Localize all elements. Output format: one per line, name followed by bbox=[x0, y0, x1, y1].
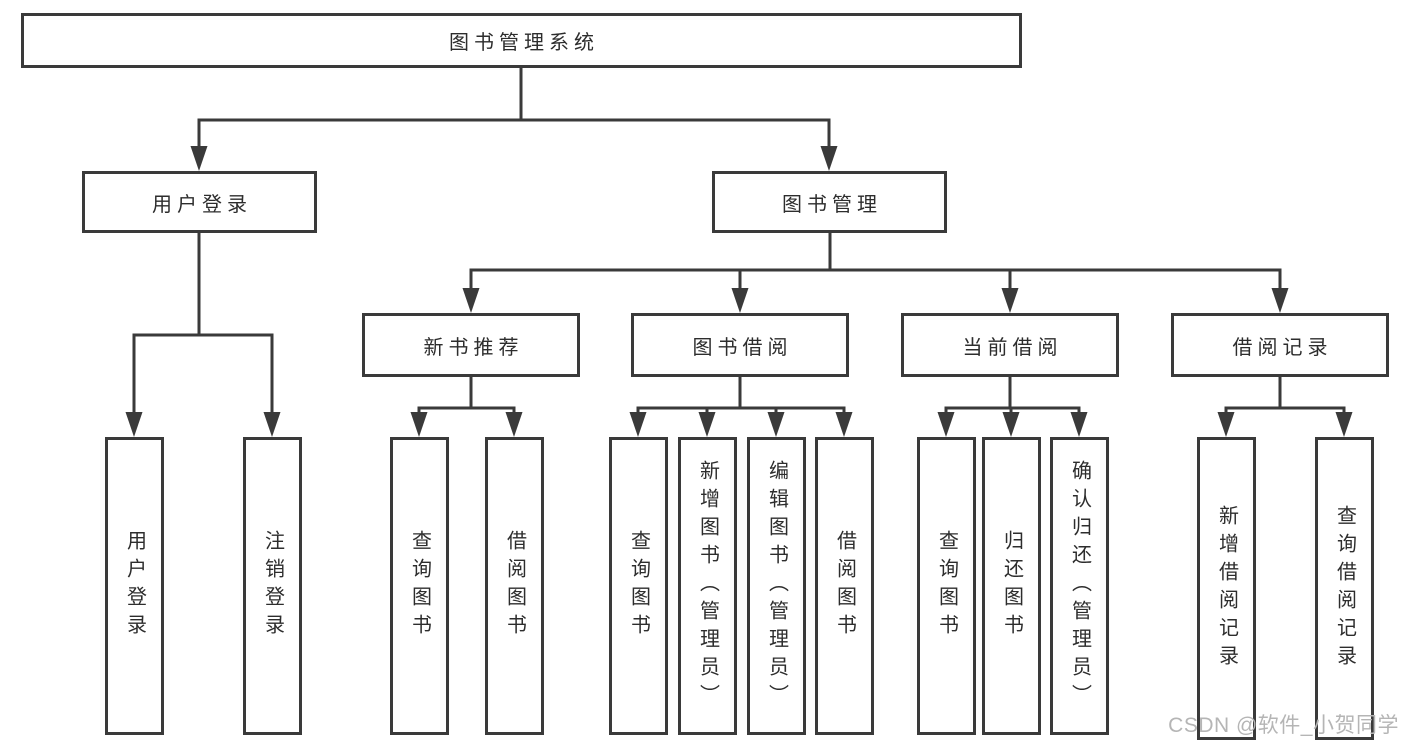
wire-root-to-level2 bbox=[197, 68, 831, 152]
leaf-bb-edit-book-admin: 编辑图书（管理员） bbox=[747, 437, 806, 735]
node-book-borrowing-label: 图书借阅 bbox=[692, 336, 793, 359]
leaf-br-query-record-label: 查询借阅记录 bbox=[1333, 504, 1356, 673]
node-new-book-recommend-label: 新书推荐 bbox=[423, 336, 524, 359]
wire-borrowing-records-branch bbox=[1224, 377, 1346, 420]
leaf-nb-query-book: 查询图书 bbox=[390, 437, 449, 735]
node-user-login: 用户登录 bbox=[82, 171, 317, 233]
node-borrowing-records: 借阅记录 bbox=[1171, 313, 1389, 377]
leaf-logout: 注销登录 bbox=[243, 437, 302, 735]
leaf-user-login: 用户登录 bbox=[105, 437, 164, 735]
leaf-br-add-record: 新增借阅记录 bbox=[1197, 437, 1256, 740]
leaf-bb-borrow-book: 借阅图书 bbox=[815, 437, 874, 735]
leaf-cb-return-book: 归还图书 bbox=[982, 437, 1041, 735]
connector-lines bbox=[132, 68, 1346, 420]
leaf-bb-add-book-admin: 新增图书（管理员） bbox=[678, 437, 737, 735]
node-root-label: 图书管理系统 bbox=[449, 32, 599, 54]
connector-arrowheads bbox=[125, 146, 1353, 437]
node-book-management: 图书管理 bbox=[712, 171, 947, 233]
leaf-cb-confirm-return-admin-label: 确认归还（管理员） bbox=[1068, 460, 1091, 712]
node-current-borrowing-label: 当前借阅 bbox=[962, 336, 1063, 359]
node-borrowing-records-label: 借阅记录 bbox=[1232, 336, 1333, 359]
wire-user-login-branch bbox=[132, 233, 274, 416]
wire-book-management-branch bbox=[469, 233, 1282, 294]
leaf-cb-return-book-label: 归还图书 bbox=[1000, 530, 1023, 642]
leaf-nb-borrow-book: 借阅图书 bbox=[485, 437, 544, 735]
leaf-cb-query-book-label: 查询图书 bbox=[935, 530, 958, 642]
leaf-bb-add-book-admin-label: 新增图书（管理员） bbox=[696, 460, 719, 712]
leaf-cb-confirm-return-admin: 确认归还（管理员） bbox=[1050, 437, 1109, 735]
leaf-logout-label: 注销登录 bbox=[261, 530, 284, 642]
watermark-text: CSDN @软件_小贺同学 bbox=[1168, 714, 1399, 737]
wire-book-borrowing-branch bbox=[636, 377, 846, 420]
leaf-nb-borrow-book-label: 借阅图书 bbox=[503, 530, 526, 642]
node-current-borrowing: 当前借阅 bbox=[901, 313, 1119, 377]
leaf-cb-query-book: 查询图书 bbox=[917, 437, 976, 735]
leaf-br-add-record-label: 新增借阅记录 bbox=[1215, 504, 1238, 673]
node-book-borrowing: 图书借阅 bbox=[631, 313, 849, 377]
node-book-management-label: 图书管理 bbox=[782, 193, 882, 216]
leaf-user-login-label: 用户登录 bbox=[123, 530, 146, 642]
leaf-nb-query-book-label: 查询图书 bbox=[408, 530, 431, 642]
node-new-book-recommend: 新书推荐 bbox=[362, 313, 580, 377]
leaf-br-query-record: 查询借阅记录 bbox=[1315, 437, 1374, 740]
leaf-bb-borrow-book-label: 借阅图书 bbox=[833, 530, 856, 642]
leaf-bb-query-book-label: 查询图书 bbox=[627, 530, 650, 642]
node-user-login-label: 用户登录 bbox=[152, 193, 252, 216]
node-root: 图书管理系统 bbox=[21, 13, 1022, 68]
leaf-bb-query-book: 查询图书 bbox=[609, 437, 668, 735]
wire-new-book-branch bbox=[417, 377, 516, 420]
leaf-bb-edit-book-admin-label: 编辑图书（管理员） bbox=[765, 460, 788, 712]
